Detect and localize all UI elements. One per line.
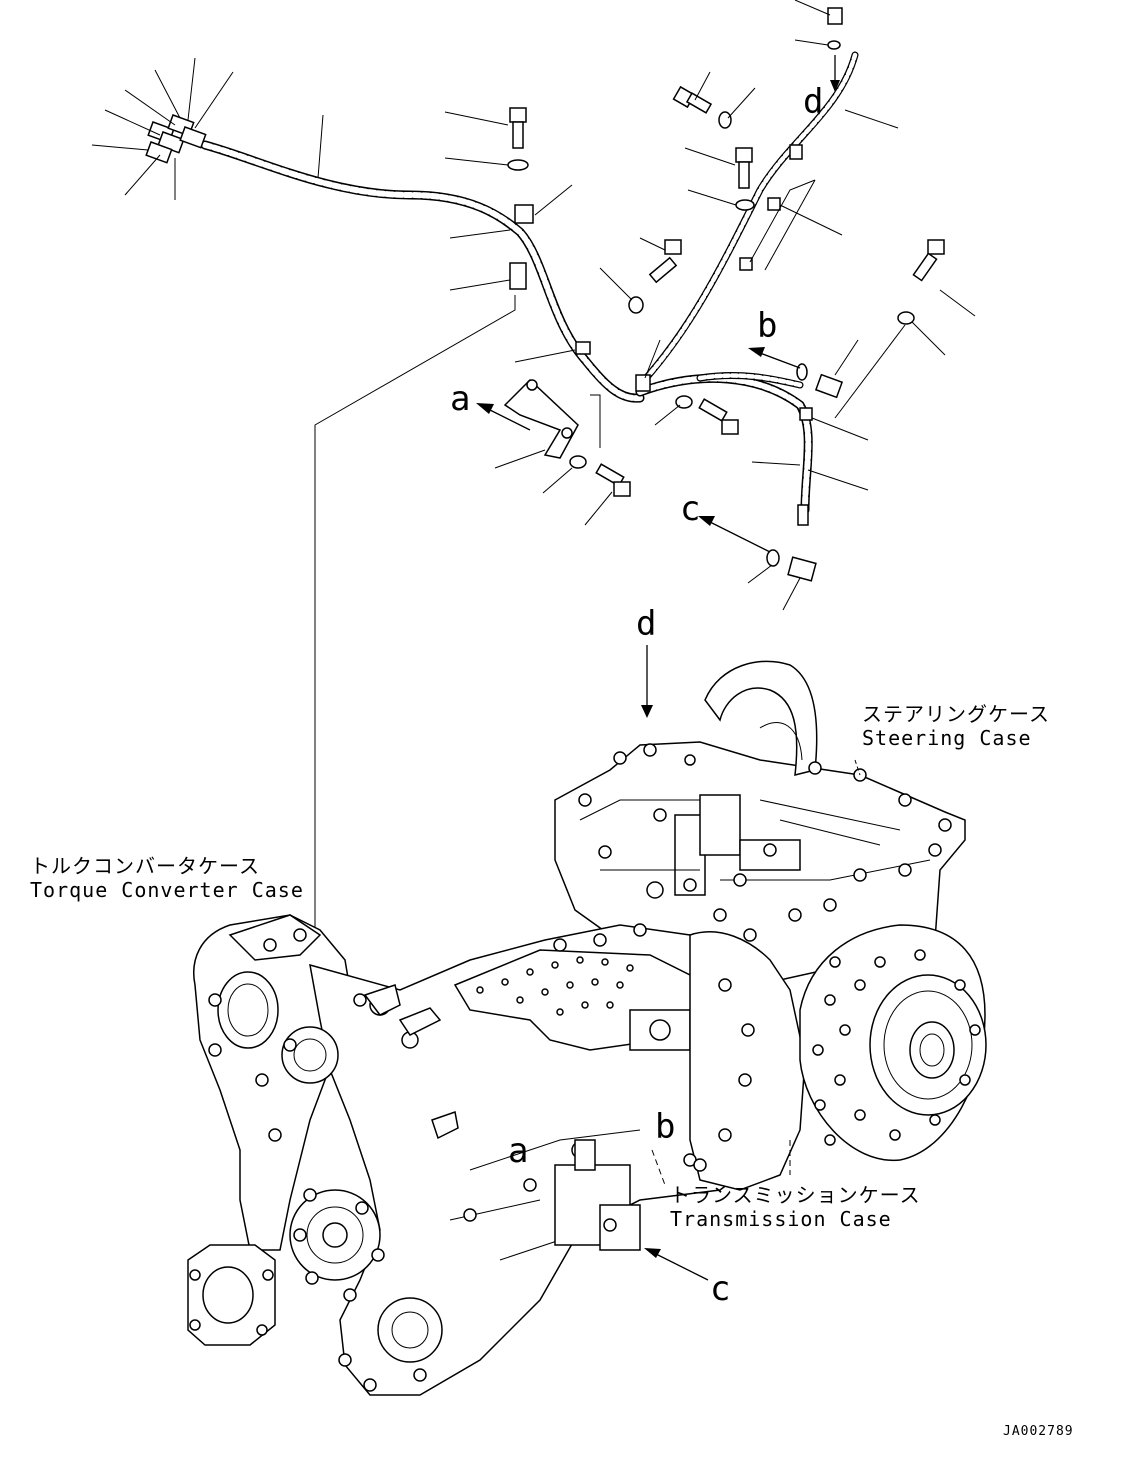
callout-a-top: a (450, 379, 470, 419)
callout-d-bottom: d (636, 604, 656, 644)
torque-converter-case-label-en: Torque Converter Case (30, 878, 304, 902)
callout-c-bottom: c (710, 1269, 730, 1309)
callout-b-top: b (757, 306, 777, 346)
connector-bundle (145, 114, 207, 164)
leader-lines (91, 0, 976, 930)
sensor-c (787, 556, 817, 582)
callout-b-bottom: b (655, 1107, 675, 1147)
transmission-assembly (187, 660, 987, 1396)
bolts (507, 7, 945, 497)
steering-case-label-jp: ステアリングケース (862, 702, 1050, 726)
steering-case-label-en: Steering Case (862, 726, 1032, 750)
drawing-code: JA002789 (1003, 1424, 1074, 1439)
wiring-harness (145, 7, 945, 582)
callout-d-top: d (803, 82, 823, 122)
callout-a-bottom: a (508, 1131, 528, 1171)
torque-converter-case-label-jp: トルクコンバータケース (30, 854, 260, 878)
sensor-b (814, 373, 844, 399)
callout-c-top: c (680, 489, 700, 529)
bracket-a (503, 378, 579, 459)
transmission-case-label-en: Transmission Case (670, 1207, 892, 1231)
transmission-case-label-jp: トランスミッションケース (670, 1183, 921, 1207)
